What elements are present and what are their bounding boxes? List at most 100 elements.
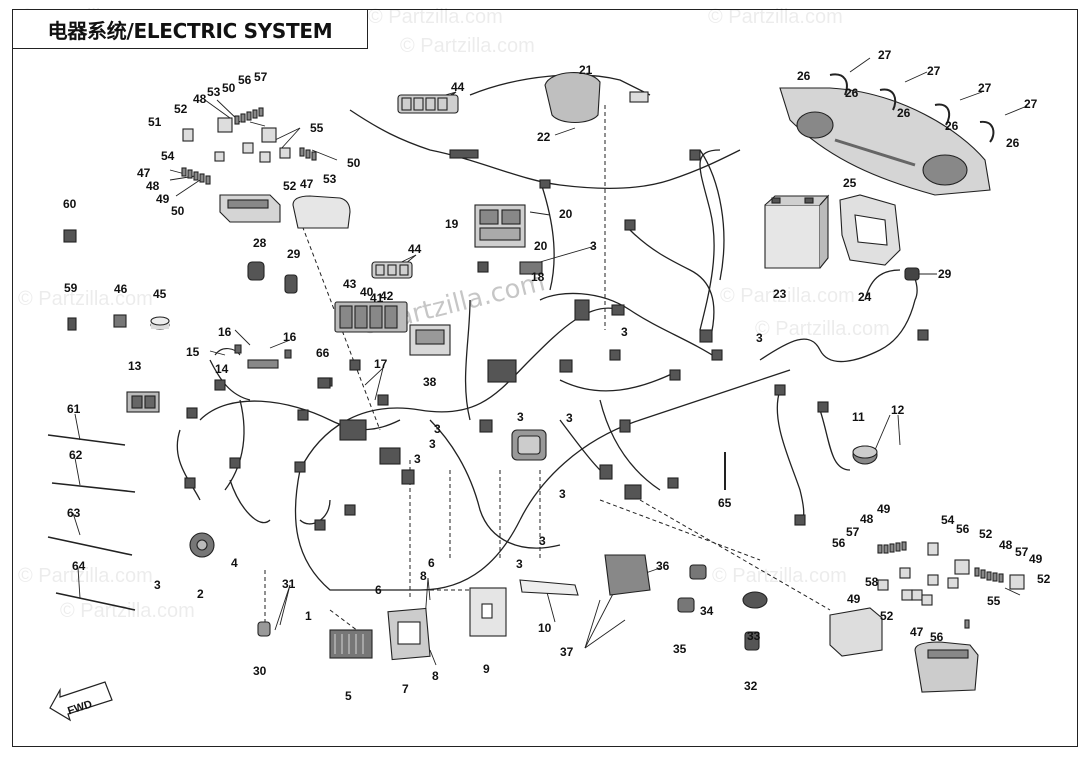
callout-52: 52 bbox=[979, 527, 993, 541]
harness-wire bbox=[294, 469, 521, 591]
callout-3: 3 bbox=[559, 487, 566, 501]
sensor-icon bbox=[904, 267, 920, 281]
harness-wire bbox=[176, 429, 201, 501]
callout-60: 60 bbox=[63, 197, 77, 211]
callout-56: 56 bbox=[930, 630, 944, 644]
callout-4: 4 bbox=[231, 556, 238, 570]
callout-49: 49 bbox=[1029, 552, 1043, 566]
connector-icon bbox=[829, 73, 995, 143]
callout-8: 8 bbox=[420, 569, 427, 583]
battery-bracket-icon bbox=[839, 194, 901, 266]
starter-relay-icon bbox=[511, 429, 547, 461]
callout-29: 29 bbox=[938, 267, 952, 281]
callout-25: 25 bbox=[843, 176, 857, 190]
callout-40: 40 bbox=[360, 285, 374, 299]
callout-22: 22 bbox=[537, 130, 551, 144]
switch-panel-icon bbox=[334, 301, 408, 333]
callout-20: 20 bbox=[559, 207, 573, 221]
callout-64: 64 bbox=[72, 559, 86, 573]
callout-3: 3 bbox=[154, 578, 161, 592]
callout-52: 52 bbox=[880, 609, 894, 623]
harness-wire bbox=[519, 369, 791, 521]
control-module-icon bbox=[474, 204, 526, 248]
callout-44: 44 bbox=[408, 242, 422, 256]
harness-wire bbox=[599, 399, 661, 491]
sensor-icon bbox=[247, 261, 298, 294]
callout-18: 18 bbox=[531, 270, 545, 284]
callout-3: 3 bbox=[590, 239, 597, 253]
callout-55: 55 bbox=[310, 121, 324, 135]
fuel-sender-icon bbox=[852, 445, 878, 465]
callout-47: 47 bbox=[300, 177, 314, 191]
callout-9: 9 bbox=[483, 662, 490, 676]
fwd-arrow-icon bbox=[49, 681, 113, 722]
ecu-bracket-icon bbox=[469, 587, 507, 637]
callout-48: 48 bbox=[860, 512, 874, 526]
callout-20: 20 bbox=[534, 239, 548, 253]
sensor-icon bbox=[744, 631, 760, 651]
harness-wire bbox=[349, 109, 741, 189]
callout-47: 47 bbox=[910, 625, 924, 639]
callout-48: 48 bbox=[999, 538, 1013, 552]
callout-50: 50 bbox=[222, 81, 236, 95]
callout-labels: 44 21 22 27 27 27 27 26 26 26 26 26 25 2… bbox=[63, 48, 1051, 703]
callout-16: 16 bbox=[283, 330, 297, 344]
callout-26: 26 bbox=[797, 69, 811, 83]
callout-47: 47 bbox=[137, 166, 151, 180]
callout-38: 38 bbox=[423, 375, 437, 389]
callout-3: 3 bbox=[516, 557, 523, 571]
relay-icon bbox=[182, 117, 291, 163]
connector-block-icon bbox=[604, 554, 651, 596]
callout-10: 10 bbox=[538, 621, 552, 635]
callout-48: 48 bbox=[146, 179, 160, 193]
fuse-box-cover-icon bbox=[292, 195, 351, 229]
callout-12: 12 bbox=[891, 403, 905, 417]
callout-24: 24 bbox=[858, 290, 872, 304]
relay-block-icon bbox=[126, 391, 160, 413]
harness-wire bbox=[429, 419, 561, 549]
harness-wire bbox=[464, 299, 471, 421]
callout-51: 51 bbox=[148, 115, 162, 129]
callout-33: 33 bbox=[747, 629, 761, 643]
callout-30: 30 bbox=[253, 664, 267, 678]
bracket-icon bbox=[519, 579, 579, 596]
callout-49: 49 bbox=[847, 592, 861, 606]
harness-wire bbox=[819, 409, 851, 471]
harness-wire bbox=[229, 479, 271, 524]
harness-wire bbox=[699, 149, 721, 331]
callout-48: 48 bbox=[193, 92, 207, 106]
switch-bank-icon bbox=[397, 94, 459, 114]
callout-31: 31 bbox=[282, 577, 296, 591]
socket-icon bbox=[257, 621, 271, 637]
callout-29: 29 bbox=[287, 247, 301, 261]
callout-59: 59 bbox=[64, 281, 78, 295]
callout-50: 50 bbox=[171, 204, 185, 218]
callout-5: 5 bbox=[345, 689, 352, 703]
callout-6: 6 bbox=[428, 556, 435, 570]
callout-57: 57 bbox=[1015, 545, 1029, 559]
fuse-box-icon bbox=[219, 194, 281, 223]
harness-wire bbox=[559, 369, 681, 392]
callout-8: 8 bbox=[432, 669, 439, 683]
battery-icon bbox=[764, 194, 830, 269]
callout-26: 26 bbox=[1006, 136, 1020, 150]
harness-wire bbox=[699, 149, 725, 281]
callout-1: 1 bbox=[305, 609, 312, 623]
callout-19: 19 bbox=[445, 217, 459, 231]
callout-21: 21 bbox=[579, 63, 593, 77]
harness-wire bbox=[199, 400, 401, 431]
fuse-icon bbox=[181, 107, 317, 185]
callout-53: 53 bbox=[323, 172, 337, 186]
callout-55: 55 bbox=[987, 594, 1001, 608]
diagram-frame bbox=[12, 9, 1078, 747]
callout-16: 16 bbox=[218, 325, 232, 339]
callout-62: 62 bbox=[69, 448, 83, 462]
harness-wire bbox=[209, 359, 251, 401]
callout-56: 56 bbox=[238, 73, 252, 87]
callout-23: 23 bbox=[773, 287, 787, 301]
harness-wire bbox=[224, 399, 245, 491]
callout-44: 44 bbox=[451, 80, 465, 94]
connector-icon bbox=[113, 314, 127, 328]
harness-wire bbox=[759, 338, 881, 363]
